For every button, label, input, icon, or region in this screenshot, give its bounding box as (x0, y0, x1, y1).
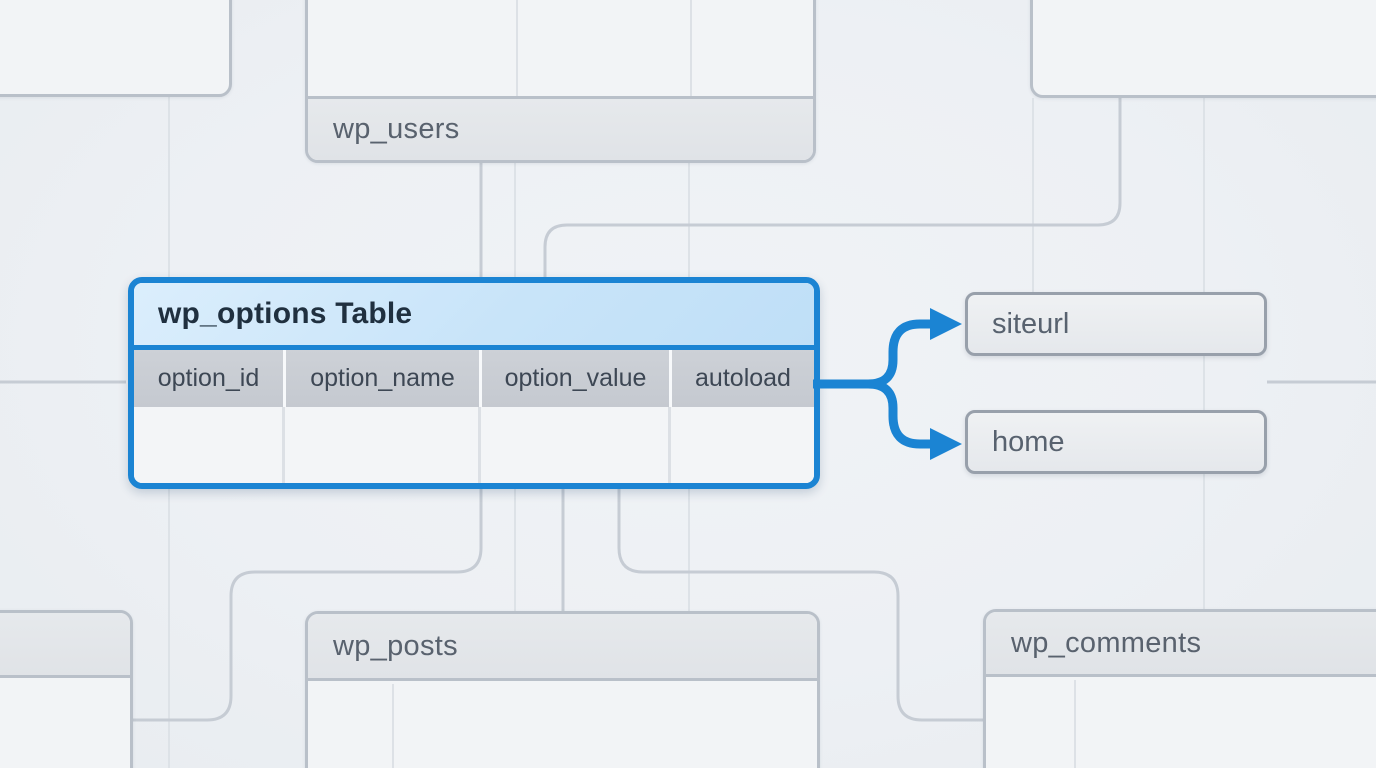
column-divider (690, 0, 692, 99)
partial-table-top-right (1030, 0, 1376, 98)
column-autoload: autoload (672, 350, 814, 407)
wp-options-table-header: wp_options Table (134, 283, 814, 345)
table-name-band: wp_comments (986, 612, 1376, 677)
connector-options-comments (617, 486, 983, 722)
table-wp-comments: wp_comments (983, 609, 1376, 768)
column-divider (516, 0, 518, 99)
table-name-band: wp_users (308, 96, 813, 160)
table-wp-users: wp_users (305, 0, 816, 163)
arrow-branch-top (867, 319, 932, 389)
partial-table-bottom-left (0, 610, 133, 768)
wp-options-table: wp_options Table option_id option_name o… (128, 277, 820, 489)
cell-divider (668, 407, 671, 483)
column-option-id: option_id (134, 350, 283, 407)
column-option-name: option_name (286, 350, 479, 407)
cell-divider (282, 407, 285, 483)
arrowhead-siteurl (930, 308, 962, 340)
connector-options-bottomleft (133, 486, 483, 722)
table-name-band (0, 613, 130, 678)
wp-options-table-title: wp_options Table (158, 297, 413, 330)
table-label-wp-posts: wp_posts (333, 629, 458, 662)
option-label-siteurl: siteurl (992, 307, 1070, 340)
option-label-home: home (992, 425, 1065, 458)
arrowhead-home (930, 428, 962, 460)
connector-topright-options (543, 98, 1122, 277)
column-divider (392, 684, 394, 768)
option-box-home: home (965, 410, 1267, 474)
column-divider (1074, 680, 1076, 768)
header-separator (134, 345, 814, 350)
cell-divider (478, 407, 481, 483)
table-label-wp-users: wp_users (333, 113, 460, 145)
arrow-branch-bottom (867, 379, 932, 449)
table-wp-posts: wp_posts (305, 611, 820, 768)
table-name-band: wp_posts (308, 614, 817, 681)
partial-table-top-left (0, 0, 232, 97)
table-label-wp-comments: wp_comments (1011, 626, 1202, 659)
column-option-value: option_value (482, 350, 669, 407)
option-box-siteurl: siteurl (965, 292, 1267, 356)
column-header-row: option_id option_name option_value autol… (134, 350, 814, 407)
empty-row (134, 407, 814, 483)
